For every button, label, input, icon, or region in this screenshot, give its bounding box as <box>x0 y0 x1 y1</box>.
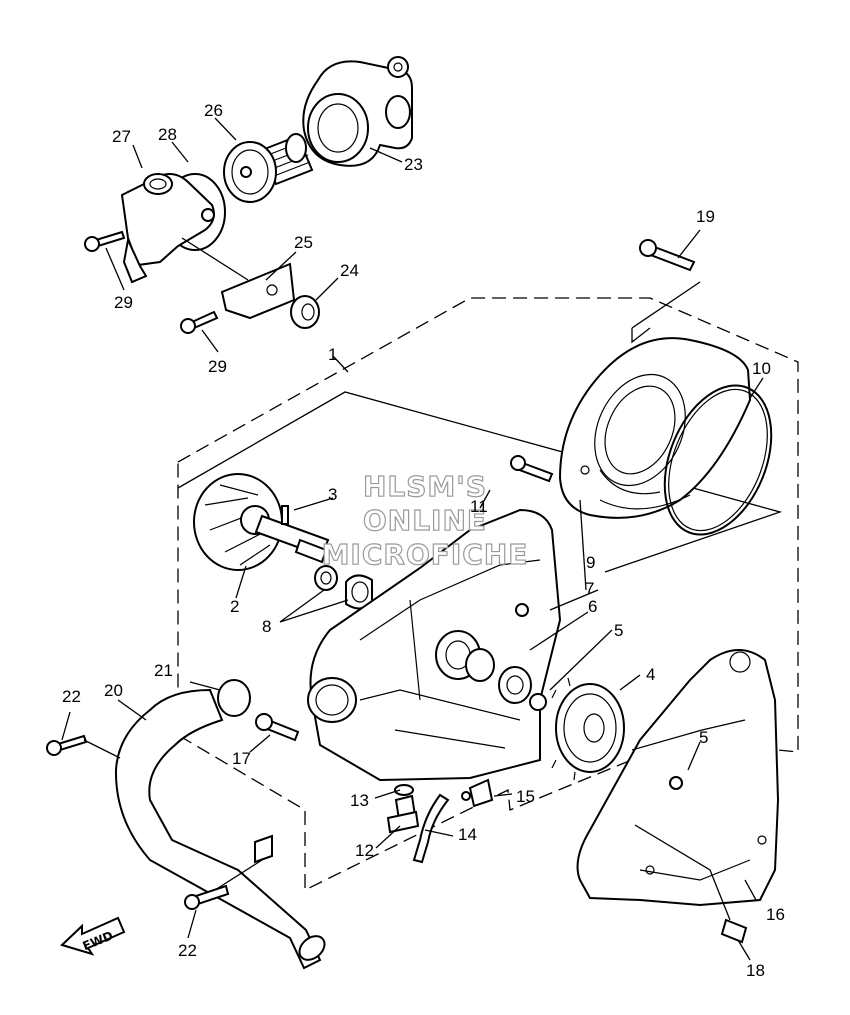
callout-11: 11 <box>470 497 488 516</box>
oil-seal <box>314 565 373 610</box>
callout-18: 18 <box>746 961 765 980</box>
assembly-boundary <box>177 297 799 892</box>
bolt-22-upper <box>46 734 88 756</box>
callout-22-upper: 22 <box>62 687 81 706</box>
callout-9: 9 <box>586 553 595 572</box>
gasket-13 <box>394 784 414 796</box>
water-pump-cover <box>558 337 752 519</box>
bolt-29-lower <box>180 310 219 334</box>
callout-14: 14 <box>458 825 477 844</box>
bracket-link <box>181 237 249 281</box>
callout-17: 17 <box>232 749 251 768</box>
callout-10: 10 <box>752 359 771 378</box>
thermostat-housing <box>120 173 226 284</box>
callout-24: 24 <box>340 261 359 280</box>
thermostat-gasket <box>223 141 277 203</box>
callout-15: 15 <box>516 787 535 806</box>
pin <box>281 505 289 525</box>
callout-19: 19 <box>696 207 715 226</box>
callout-27: 27 <box>112 127 131 146</box>
callout-23: 23 <box>404 155 423 174</box>
dowel-pin <box>720 918 748 944</box>
rear-plane-outline <box>631 281 701 344</box>
watermark-line-1: HLSM'S <box>363 470 487 503</box>
union-fitting <box>461 778 494 808</box>
pump-housing <box>307 508 562 782</box>
gear <box>551 677 625 781</box>
hose <box>412 793 450 864</box>
forward-direction-arrow: FWD <box>60 916 126 956</box>
thermostat-housing-cover <box>302 56 413 167</box>
callout-5-upper: 5 <box>614 621 623 640</box>
callout-2: 2 <box>230 597 239 616</box>
callout-12: 12 <box>355 841 374 860</box>
callout-22-lower: 22 <box>178 941 197 960</box>
circlip-5-lower <box>669 776 683 790</box>
callout-4: 4 <box>646 665 655 684</box>
o-ring <box>663 384 773 536</box>
callout-5-lower: 5 <box>699 728 708 747</box>
bolt-19 <box>639 239 696 272</box>
watermark-line-2: ONLINE <box>363 504 487 537</box>
callout-25: 25 <box>294 233 313 252</box>
impeller-shaft <box>254 514 330 564</box>
outlet-pipe <box>114 688 326 970</box>
callout-8: 8 <box>262 617 271 636</box>
callout-13: 13 <box>350 791 369 810</box>
bolt-22-line <box>83 739 263 891</box>
leader-lines <box>61 117 764 961</box>
callout-29-upper: 29 <box>114 293 133 312</box>
callout-1: 1 <box>328 345 337 364</box>
bolt-11 <box>510 455 554 483</box>
callout-26: 26 <box>204 101 223 120</box>
drain-bolt <box>386 794 420 834</box>
circlip-5 <box>529 693 547 711</box>
callout-16: 16 <box>766 905 785 924</box>
callout-20: 20 <box>104 681 123 700</box>
callout-3: 3 <box>328 485 337 504</box>
o-ring-21 <box>217 679 251 717</box>
callouts: 1 2 3 4 5 5 6 7 8 9 10 11 12 13 14 15 16… <box>62 101 785 980</box>
callout-21: 21 <box>154 661 173 680</box>
watermark-line-3: MICROFICHE <box>322 538 529 571</box>
callout-28: 28 <box>158 125 177 144</box>
damper <box>290 295 320 329</box>
watermark: HLSM'S ONLINE MICROFICHE <box>321 469 529 571</box>
dowel-line <box>634 824 731 921</box>
bolt-17 <box>255 713 300 742</box>
bracket <box>220 262 296 320</box>
callout-29-lower: 29 <box>208 357 227 376</box>
callout-7: 7 <box>585 579 594 598</box>
callout-6: 6 <box>588 597 597 616</box>
bolt-29-upper <box>84 230 126 252</box>
